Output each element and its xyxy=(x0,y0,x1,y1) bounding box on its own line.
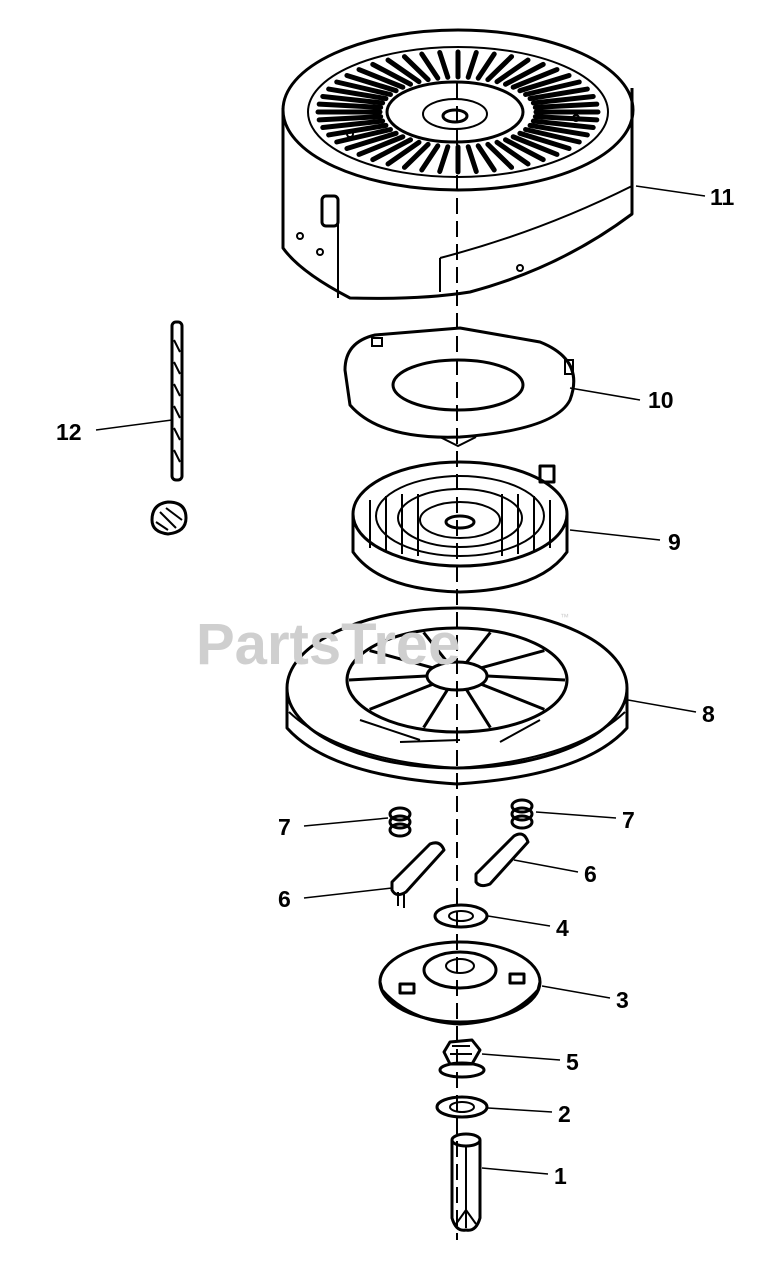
part-2-washer[interactable] xyxy=(435,1095,489,1119)
callout-11: 11 xyxy=(710,184,735,210)
part-11-starter-housing[interactable] xyxy=(281,28,635,300)
leader-5 xyxy=(481,1053,561,1061)
part-3-retainer-plate[interactable] xyxy=(378,940,542,1026)
callout-3: 3 xyxy=(616,987,629,1013)
part-1-rope-handle[interactable] xyxy=(450,1132,482,1232)
leader-12 xyxy=(95,419,173,431)
leader-11 xyxy=(635,185,706,197)
part-6-pawl-left[interactable] xyxy=(390,841,446,908)
callout-7a: 7 xyxy=(278,814,291,840)
callout-12: 12 xyxy=(56,419,82,445)
leader-7b xyxy=(535,811,617,819)
callout-8: 8 xyxy=(702,701,715,727)
callout-4: 4 xyxy=(556,915,569,941)
part-4-washer[interactable] xyxy=(433,903,489,929)
leader-3 xyxy=(541,985,611,999)
leader-7a xyxy=(303,817,389,827)
leader-9 xyxy=(569,529,661,541)
callout-7b: 7 xyxy=(622,807,635,833)
callout-1: 1 xyxy=(554,1163,567,1189)
callout-6b: 6 xyxy=(584,861,597,887)
callout-10: 10 xyxy=(648,387,674,413)
leader-1 xyxy=(481,1167,549,1175)
leader-10 xyxy=(569,387,641,401)
part-12-starter-rope[interactable] xyxy=(170,320,184,482)
leader-8 xyxy=(627,699,697,713)
part-9-recoil-spring[interactable] xyxy=(351,460,569,594)
part-7-pawl-spring-right[interactable] xyxy=(510,798,534,830)
housing-vent-slots xyxy=(315,49,601,175)
leader-4 xyxy=(487,915,551,927)
leader-6b xyxy=(513,859,579,873)
part-7-pawl-spring-left[interactable] xyxy=(388,806,412,838)
part-5-screw[interactable] xyxy=(438,1038,486,1079)
pulley-spokes xyxy=(348,631,566,729)
callout-2: 2 xyxy=(558,1101,571,1127)
leader-2 xyxy=(487,1107,553,1113)
callout-5: 5 xyxy=(566,1049,579,1075)
leader-6a xyxy=(303,887,393,899)
part-6-pawl-right[interactable] xyxy=(474,832,530,888)
callout-6a: 6 xyxy=(278,886,291,912)
part-8-pulley[interactable] xyxy=(285,606,629,786)
callout-9: 9 xyxy=(668,529,681,555)
rope-knot-icon xyxy=(150,500,188,536)
partstree-watermark: PartsTree xyxy=(196,612,460,677)
part-10-washer-plate[interactable] xyxy=(343,326,576,448)
watermark-trademark: ™ xyxy=(560,612,569,622)
